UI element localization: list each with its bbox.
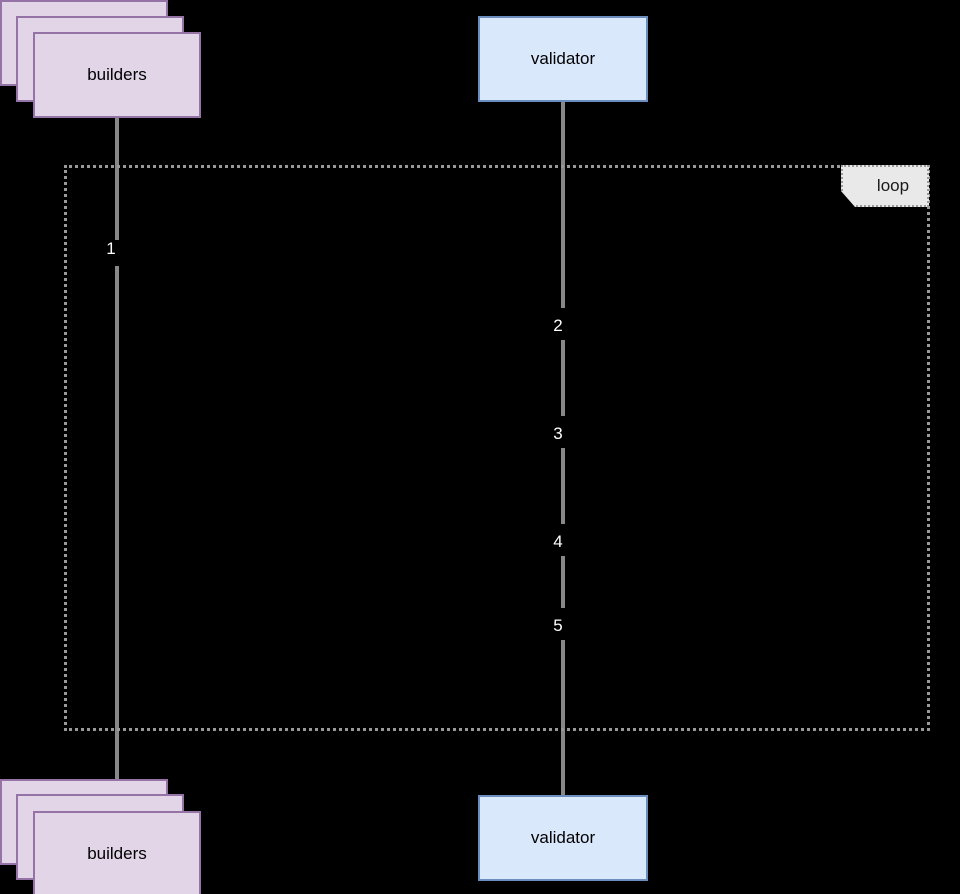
validator-top-box[interactable]: validator: [478, 16, 648, 102]
sequence-number-5: 5: [553, 616, 563, 635]
validator-lifeline-segment-5: [561, 640, 565, 796]
builders-lifeline-segment-2: [115, 266, 119, 794]
builders-bottom-label: builders: [87, 844, 147, 863]
validator-lifeline-segment-1: [561, 102, 565, 308]
builders-bottom-box[interactable]: builders: [33, 811, 201, 894]
sequence-number-4: 4: [553, 532, 563, 551]
validator-lifeline-segment-2: [561, 340, 565, 416]
sequence-number-2: 2: [553, 316, 563, 335]
sequence-number-3: 3: [553, 424, 563, 443]
validator-lifeline-segment-3: [561, 448, 565, 524]
loop-fragment-label: loop: [876, 176, 910, 195]
validator-lifeline-segment-4: [561, 556, 565, 608]
sequence-number-1: 1: [106, 239, 116, 258]
loop-fragment-tab: loop: [841, 165, 929, 207]
builders-lifeline-segment-1: [115, 118, 119, 240]
validator-top-label: validator: [530, 49, 596, 68]
builders-top-box[interactable]: builders: [33, 32, 201, 118]
builders-top-label: builders: [87, 65, 147, 84]
validator-bottom-label: validator: [530, 828, 596, 847]
validator-bottom-box[interactable]: validator: [478, 795, 648, 881]
loop-fragment-frame: [64, 165, 930, 731]
